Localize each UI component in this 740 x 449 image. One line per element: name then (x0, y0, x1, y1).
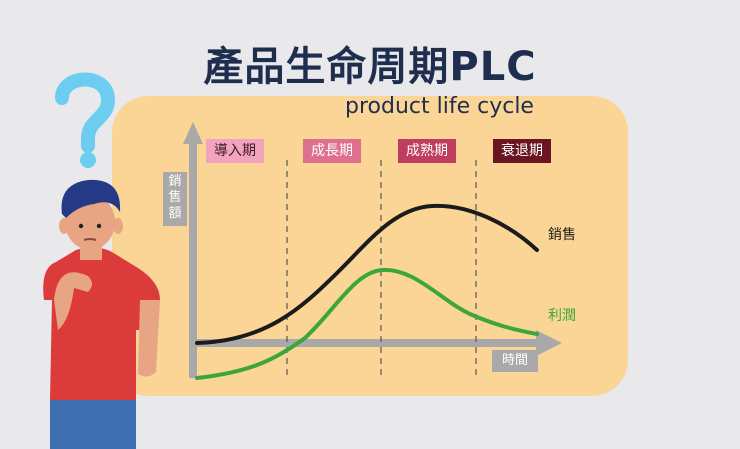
phase-intro: 導入期 (206, 139, 264, 163)
sales-label: 銷售 (548, 227, 576, 243)
chart-subtitle: product life cycle (345, 94, 534, 119)
x-axis (193, 330, 562, 356)
sales-curve (195, 203, 539, 345)
x-axis-label: 時間 (492, 350, 538, 372)
y-axis-label: 銷售額 (163, 172, 187, 226)
y-axis (183, 122, 203, 378)
phase-growth: 成長期 (303, 139, 361, 163)
profit-curve (195, 267, 539, 380)
thinking-person-icon (43, 179, 161, 449)
profit-label: 利潤 (548, 308, 576, 324)
phase-maturity: 成熟期 (398, 139, 456, 163)
question-mark-icon (55, 72, 116, 168)
phase-decline: 衰退期 (493, 139, 551, 163)
phase-dividers (286, 160, 477, 378)
page-title: 產品生命周期PLC (203, 44, 537, 90)
